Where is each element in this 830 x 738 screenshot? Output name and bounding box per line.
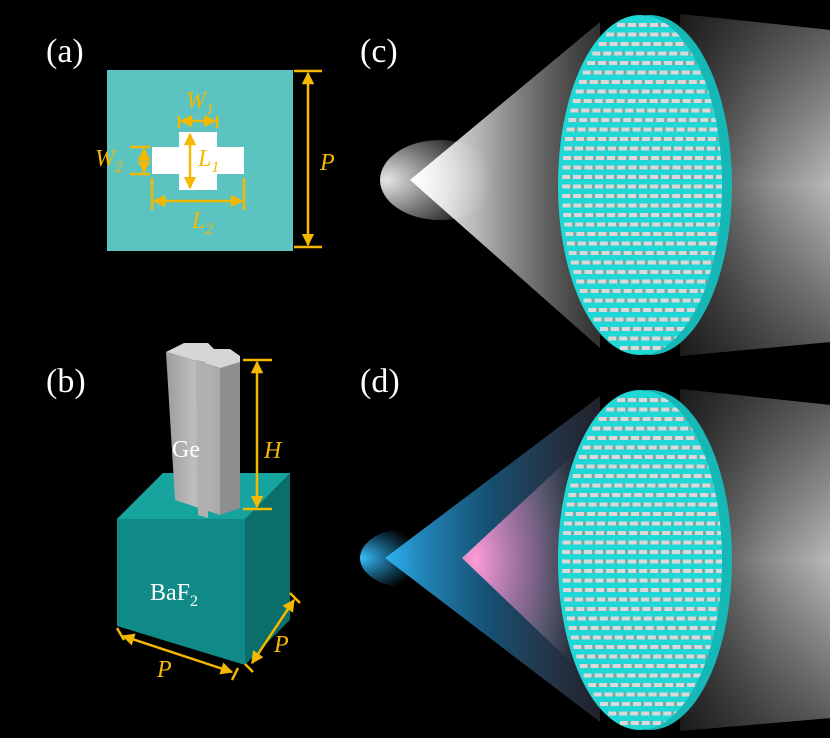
substrate-front-face: [117, 519, 245, 665]
metalens-pillar-array: [562, 23, 722, 350]
pillar-material-label: Ge: [172, 437, 200, 463]
panel-a: (a) W1 W2 L1 L2 P: [46, 33, 335, 251]
w2-label: W2: [95, 146, 123, 176]
panel-b-label: (b): [46, 363, 86, 400]
panel-d-label: (d): [360, 363, 400, 400]
panel-c-label: (c): [360, 33, 398, 70]
p-label: P: [319, 150, 335, 176]
pillar-top-face: [166, 343, 240, 368]
panel-c: (c): [360, 14, 830, 356]
panel-d: (d): [360, 363, 830, 731]
p-side-label: P: [273, 632, 289, 658]
p-front-dimension-arrow: [121, 633, 234, 675]
substrate-material-label: BaF2: [150, 580, 198, 610]
h-label: H: [263, 438, 283, 464]
panel-a-label: (a): [46, 33, 84, 70]
w1-label: W1: [186, 88, 214, 118]
p-front-label: P: [156, 657, 172, 683]
l2-label: L2: [191, 208, 213, 238]
cross-horizontal-arm: [152, 147, 244, 174]
l1-label: L1: [197, 146, 219, 176]
panel-b: (b) BaF2 Ge H P P: [46, 343, 301, 683]
focus-cone: [410, 22, 600, 348]
pillar-side-face: [220, 362, 240, 515]
p-side-dimension-arrow: [250, 598, 296, 665]
